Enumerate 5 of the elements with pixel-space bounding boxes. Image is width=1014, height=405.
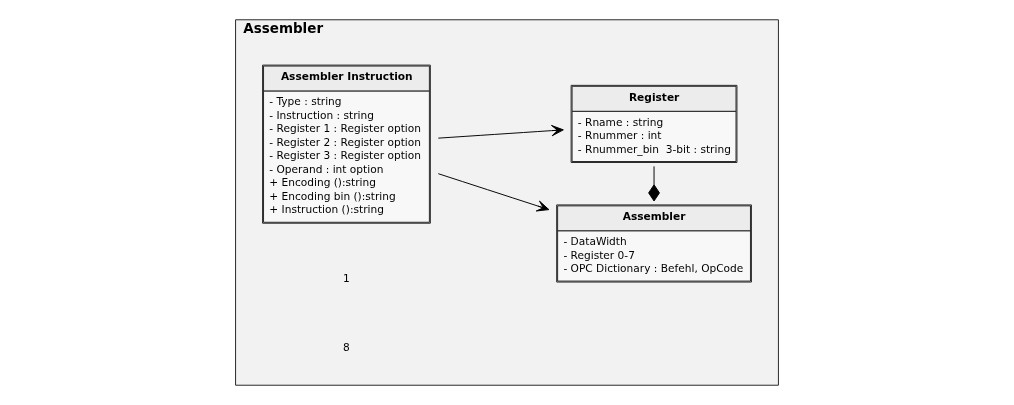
connector [648,165,660,202]
arrow [437,124,564,139]
label: 1 [343,271,350,284]
label: 8 [343,341,350,354]
arrow [437,173,550,212]
